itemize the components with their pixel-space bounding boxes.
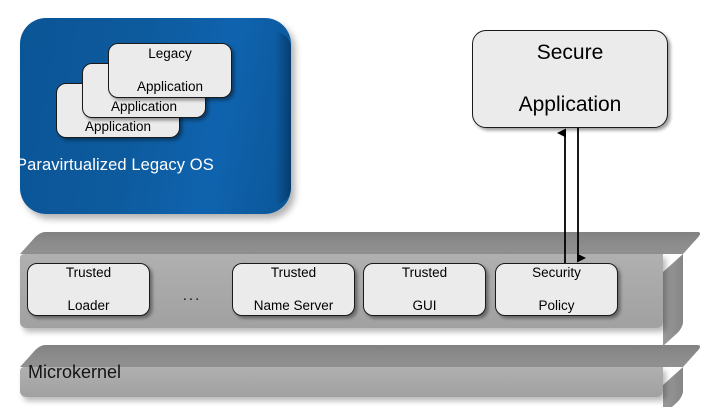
paravirtualized-legacy-os-label: Paravirtualized Legacy OS xyxy=(16,156,214,174)
microkernel-layer-slab xyxy=(20,345,703,407)
microkernel-label: Microkernel xyxy=(28,362,122,382)
trusted-gui-line1: Trusted xyxy=(401,264,448,280)
trusted-gui-line2: GUI xyxy=(412,297,437,313)
trusted-loader-line2: Loader xyxy=(67,297,110,313)
legacy-application-box-3-line1: Legacy xyxy=(148,45,192,61)
kernel-slab-side-face xyxy=(663,367,683,407)
legacy-application-box-2-line2: Application xyxy=(110,98,178,114)
security-policy-line2: Policy xyxy=(538,297,575,313)
legacy-application-box-3-line2: Application xyxy=(136,78,204,94)
vm-box-bevel xyxy=(275,32,291,204)
trusted-name-server-line2: Name Server xyxy=(253,297,334,313)
secure-application-line2: Application xyxy=(518,93,622,116)
services-slab-side-face xyxy=(663,254,683,347)
trusted-name-server-line1: Trusted xyxy=(270,264,317,280)
secure-application-line1: Secure xyxy=(536,41,604,64)
legacy-application-box-1-line2: Application xyxy=(84,118,152,134)
services-slab-top-face xyxy=(20,232,703,254)
kernel-slab-top-face xyxy=(20,345,703,367)
services-ellipsis: ... xyxy=(182,287,202,304)
trusted-loader-line1: Trusted xyxy=(65,264,112,280)
security-policy-line1: Security xyxy=(532,264,581,280)
kernel-slab-front-face xyxy=(20,367,663,397)
